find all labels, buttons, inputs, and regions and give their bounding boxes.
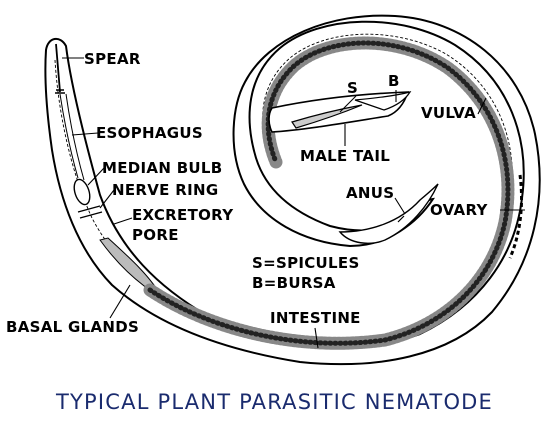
label-excretory-pore-line2: PORE <box>132 226 179 244</box>
leader-median-bulb <box>87 167 105 186</box>
legend-spicules: S=SPICULES <box>252 254 360 272</box>
leader-lines <box>62 57 525 349</box>
spicules-shape <box>291 104 363 129</box>
label-spicule-letter: S <box>347 79 358 97</box>
median-bulb-shape <box>73 178 91 206</box>
spear-stylet <box>55 43 61 93</box>
leader-intestine <box>314 327 319 349</box>
label-ovary: OVARY <box>430 201 488 219</box>
anus-mark <box>397 215 405 223</box>
male-tail-inset <box>268 91 412 133</box>
leader-anus <box>394 197 406 215</box>
spear-knobs <box>55 89 65 94</box>
label-anus: ANUS <box>346 184 394 202</box>
leader-excretory-pore <box>113 217 133 225</box>
leader-vulva <box>477 97 487 115</box>
label-male-tail: MALE TAIL <box>300 147 390 165</box>
intestine-granules <box>147 40 511 346</box>
label-vulva: VULVA <box>421 104 476 122</box>
label-bursa-letter: B <box>388 72 400 90</box>
leader-basal-glands <box>109 284 131 319</box>
label-basal-glands: BASAL GLANDS <box>6 318 139 336</box>
leader-nerve-ring <box>99 189 115 209</box>
label-spear: SPEAR <box>84 50 141 68</box>
female-tail-shape <box>338 183 439 244</box>
label-intestine: INTESTINE <box>270 309 361 327</box>
nematode-body <box>44 14 541 366</box>
label-nerve-ring: NERVE RING <box>112 181 218 199</box>
label-excretory-pore-line1: EXCRETORY <box>132 206 234 224</box>
ovary-shape <box>508 174 523 259</box>
female-tail <box>338 183 439 244</box>
nerve-ring-shape <box>77 205 103 219</box>
diagram-title: TYPICAL PLANT PARASITIC NEMATODE <box>55 390 494 414</box>
label-median-bulb: MEDIAN BULB <box>102 159 223 177</box>
leader-esophagus <box>71 132 99 136</box>
legend-bursa: B=BURSA <box>252 274 336 292</box>
labels: SPEAR ESOPHAGUS MEDIAN BULB NERVE RING E… <box>6 50 488 336</box>
label-esophagus: ESOPHAGUS <box>96 124 203 142</box>
esophagus-tube <box>59 93 85 181</box>
leader-spicule <box>339 95 357 113</box>
